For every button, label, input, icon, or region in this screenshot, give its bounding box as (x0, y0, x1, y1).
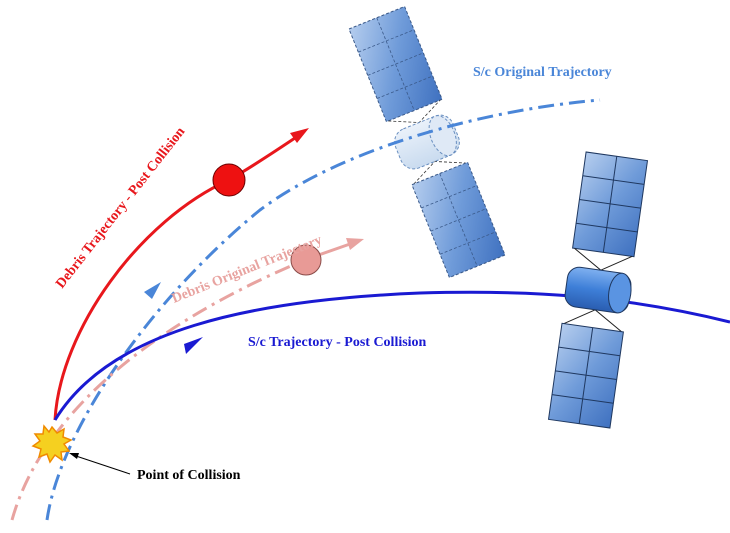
collision-pointer-arrowhead (69, 453, 79, 459)
sc-original-arrowhead (144, 282, 161, 299)
collision-point-label: Point of Collision (137, 468, 241, 483)
sc-original-label: S/c Original Trajectory (473, 65, 612, 80)
post-lower-solar-panel (547, 322, 624, 429)
debris-original-arrowhead (346, 238, 364, 250)
original-bus (394, 114, 460, 170)
collision-pointer-line (75, 455, 131, 475)
original-lower-solar-panel (411, 161, 506, 279)
sc-post-trajectory (53, 290, 730, 421)
original-upper-solar-panel (348, 5, 443, 123)
debris-post-trajectory (53, 134, 299, 421)
satellite-original-icon (348, 5, 506, 279)
debris-original-position (290, 244, 322, 276)
sc-post-arrowhead (184, 337, 203, 354)
collision-burst-icon (31, 424, 73, 464)
post-upper-solar-panel (572, 151, 649, 258)
debris-post-position (212, 163, 246, 197)
debris-original-trajectory (10, 260, 301, 521)
sc-original-trajectory (45, 98, 601, 521)
sc-post-label: S/c Trajectory - Post Collision (248, 335, 427, 350)
post-bus (564, 266, 632, 314)
satellite-post-collision-icon (547, 151, 649, 429)
debris-post-arrowhead (290, 128, 309, 143)
